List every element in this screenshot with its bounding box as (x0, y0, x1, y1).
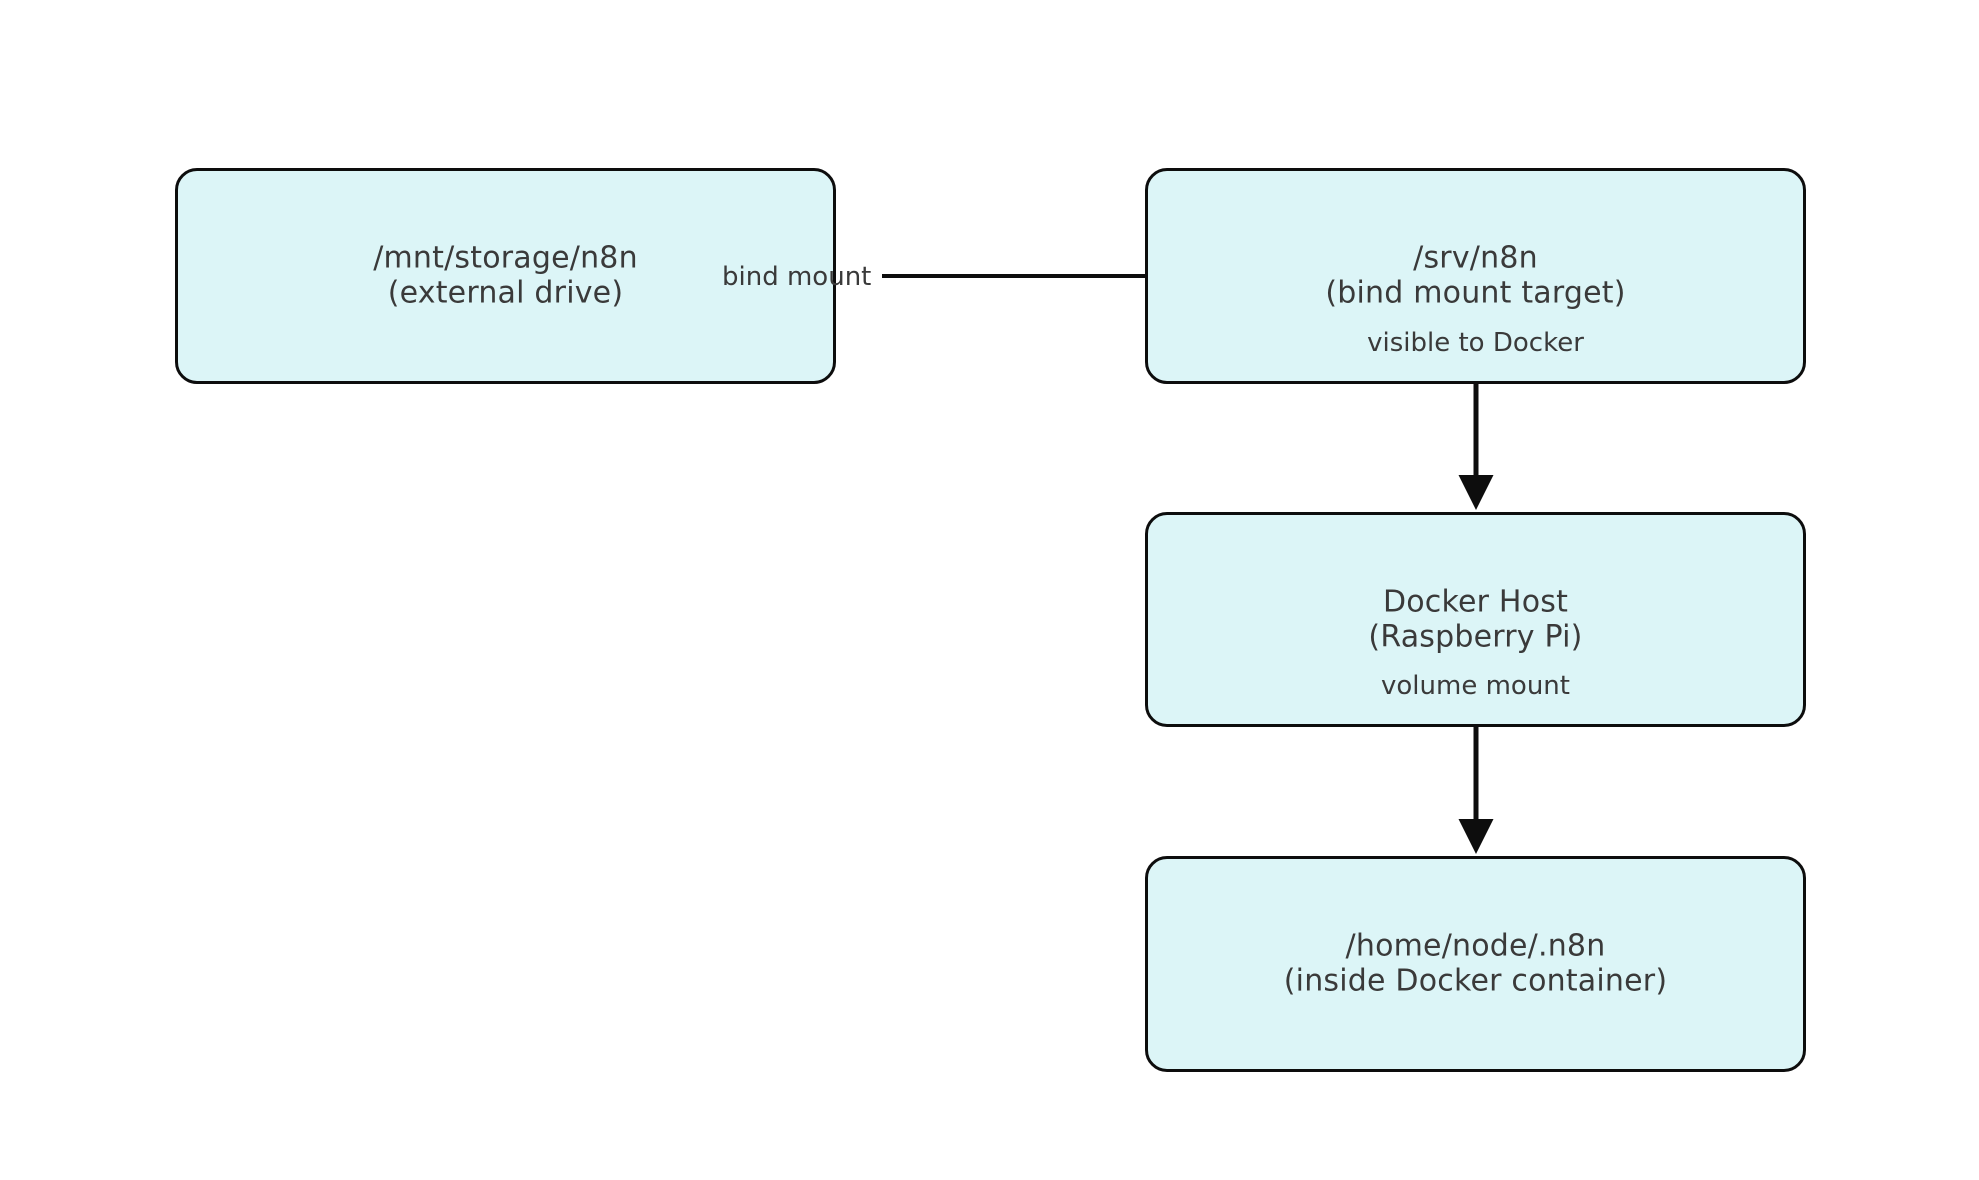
edge-label-volume-mount: volume mount (1381, 670, 1570, 701)
node-container-path-label: /home/node/.n8n (inside Docker container… (1283, 928, 1668, 999)
edge-label-visible-to-docker: visible to Docker (1367, 327, 1584, 358)
edge-label-bind-mount: bind mount (722, 262, 872, 292)
node-bind-mount-target[interactable]: /srv/n8n (bind mount target) visible to … (1145, 168, 1806, 384)
node-docker-host-label: Docker Host (Raspberry Pi) (1368, 584, 1583, 655)
node-external-drive[interactable]: /mnt/storage/n8n (external drive) (175, 168, 836, 384)
node-bind-mount-target-label: /srv/n8n (bind mount target) (1325, 240, 1626, 311)
node-external-drive-label: /mnt/storage/n8n (external drive) (373, 240, 638, 311)
node-docker-host[interactable]: Docker Host (Raspberry Pi) volume mount (1145, 512, 1806, 727)
node-container-path[interactable]: /home/node/.n8n (inside Docker container… (1145, 856, 1806, 1072)
